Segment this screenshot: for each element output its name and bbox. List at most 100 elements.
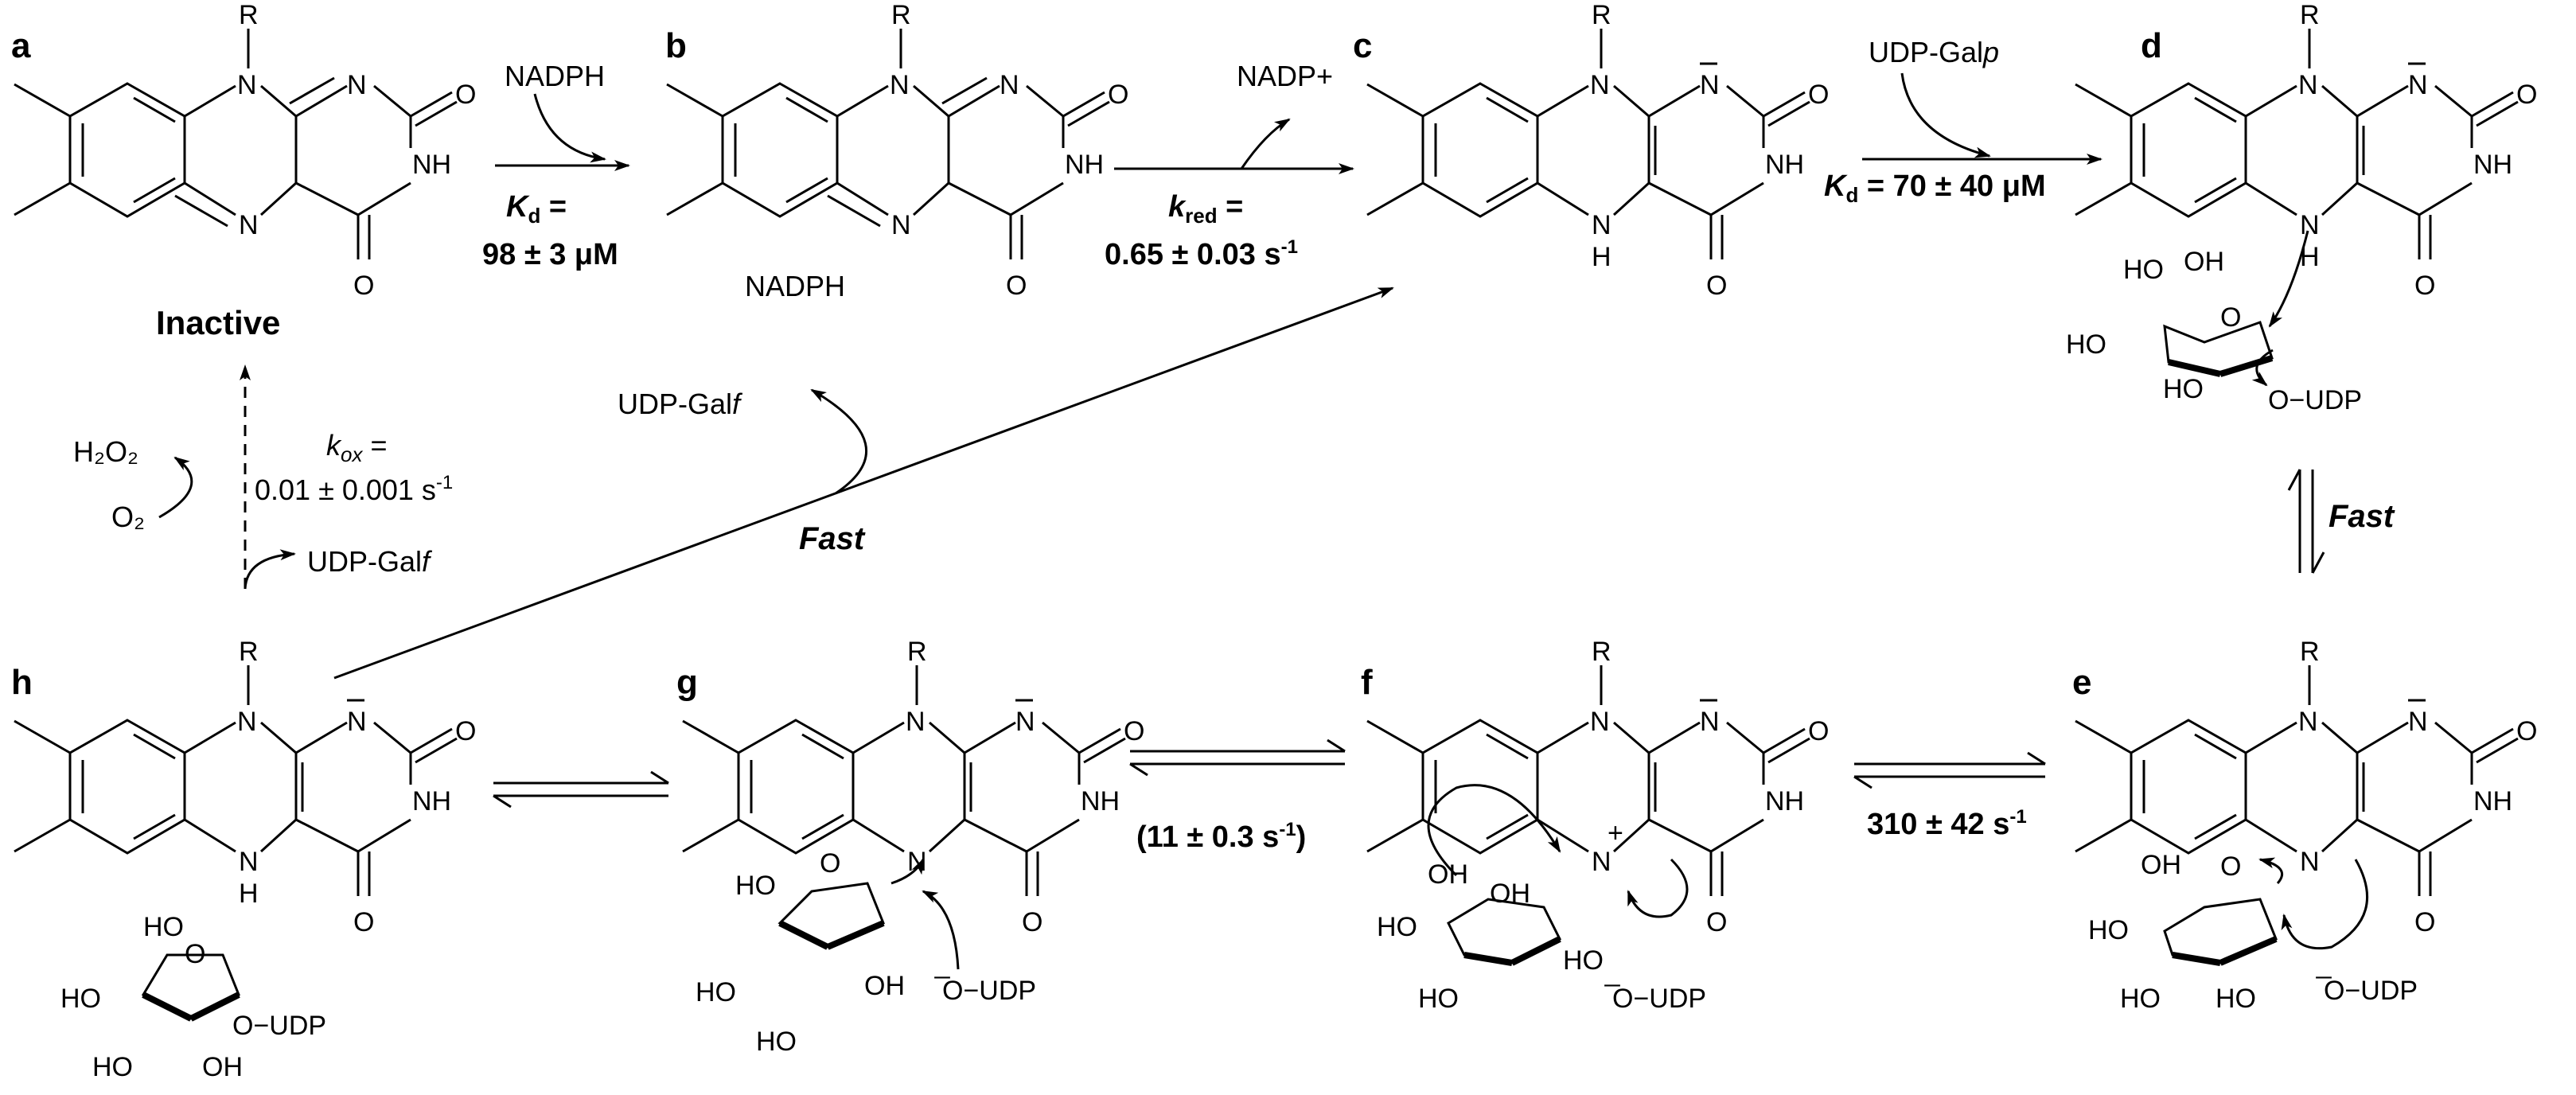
svg-text:OH: OH — [2184, 247, 2224, 277]
svg-text:O: O — [353, 907, 374, 937]
nadph-label: NADPH — [505, 60, 605, 92]
svg-text:O: O — [185, 939, 205, 969]
svg-text:O: O — [1006, 271, 1027, 301]
svg-text:O: O — [1022, 907, 1042, 937]
svg-text:HO: HO — [2216, 984, 2256, 1014]
svg-text:NH: NH — [1065, 150, 1104, 180]
svg-text:O: O — [2220, 302, 2241, 333]
svg-text:HO: HO — [2120, 984, 2161, 1014]
svg-text:R: R — [1592, 0, 1611, 30]
inactive-label: Inactive — [156, 304, 280, 341]
svg-text:R: R — [1592, 637, 1611, 667]
svg-text:H: H — [239, 879, 259, 909]
h2o2-label: H₂O₂ — [73, 435, 138, 468]
svg-text:O: O — [2516, 80, 2537, 110]
svg-text:N: N — [1592, 210, 1611, 240]
svg-text:NH: NH — [2473, 150, 2512, 180]
panel-label-h: h — [11, 663, 33, 702]
o2-label: O₂ — [111, 501, 145, 533]
o-udp-h: O−UDP — [232, 1011, 326, 1041]
svg-text:N: N — [347, 707, 367, 737]
udp-galp-label: UDP-Galp — [1869, 36, 1999, 68]
rate-gf: (11 ± 0.3 s-1) — [1136, 819, 1306, 854]
svg-text:OH: OH — [1490, 879, 1530, 909]
svg-text:HO: HO — [2163, 374, 2204, 404]
svg-text:O: O — [820, 848, 840, 879]
kox-value: 0.01 ± 0.001 s-1 — [255, 472, 453, 506]
svg-text:N: N — [2408, 70, 2428, 100]
panel-label-e: e — [2072, 663, 2091, 702]
svg-text:R: R — [239, 637, 259, 667]
svg-text:N: N — [239, 847, 259, 877]
o-udp-d: O−UDP — [2268, 385, 2362, 415]
svg-text:R: R — [239, 0, 259, 30]
arrow-h-to-c — [333, 286, 1394, 680]
galactofuranose-h: HO O HO HO OH O−UDP — [60, 912, 326, 1082]
svg-text:OH: OH — [1428, 859, 1468, 890]
panel-label-f: f — [1361, 663, 1373, 702]
svg-text:+: + — [1608, 818, 1623, 848]
galactopyranose-d: HO HO OH O HO O−UDP — [2066, 230, 2362, 415]
svg-text:O: O — [1706, 907, 1727, 937]
svg-text:N: N — [1000, 70, 1019, 100]
flavin-iminium-f: N N + N NH O O R — [1366, 637, 1829, 937]
udp-galf-release-label: UDP-Galf — [307, 545, 433, 578]
svg-text:N: N — [907, 847, 927, 877]
svg-text:O: O — [455, 716, 476, 746]
svg-text:N: N — [906, 707, 926, 737]
svg-text:N: N — [1700, 707, 1720, 737]
svg-text:OH: OH — [2141, 850, 2181, 880]
svg-text:N: N — [2408, 707, 2428, 737]
svg-text:O: O — [2220, 851, 2241, 882]
fast-label-hc: Fast — [799, 521, 866, 556]
rate-fe: 310 ± 42 s-1 — [1867, 806, 2027, 841]
flavin-reduced-c: N N H N NH O O R — [1366, 0, 1829, 301]
svg-text:H: H — [1592, 242, 1611, 272]
svg-text:O: O — [2414, 271, 2435, 301]
svg-text:R: R — [2300, 637, 2320, 667]
flavin-reduced-d: N N H N NH O O R — [2074, 0, 2537, 301]
o-minus-udp-g: ̅O−UDP — [934, 976, 1036, 1006]
kred-label: kred = — [1168, 190, 1243, 228]
svg-text:N: N — [890, 70, 910, 100]
svg-text:N: N — [1590, 70, 1610, 100]
svg-text:N: N — [1592, 847, 1611, 877]
udp-galf-label: UDP-Galf — [618, 388, 743, 420]
svg-text:N: N — [237, 70, 257, 100]
svg-text:O: O — [455, 80, 476, 110]
svg-text:O: O — [1808, 80, 1829, 110]
svg-text:HO: HO — [1377, 912, 1417, 942]
kd1-label: Kd = — [506, 190, 567, 228]
svg-text:NH: NH — [412, 786, 451, 816]
svg-text:NH: NH — [412, 150, 451, 180]
svg-text:N: N — [891, 210, 911, 240]
svg-text:HO: HO — [60, 984, 101, 1014]
panel-label-b: b — [665, 26, 687, 65]
svg-text:OH: OH — [864, 971, 905, 1001]
svg-text:O: O — [1808, 716, 1829, 746]
svg-text:N: N — [2300, 210, 2320, 240]
svg-text:N: N — [2298, 70, 2318, 100]
panel-label-c: c — [1353, 26, 1372, 65]
svg-text:N: N — [237, 707, 257, 737]
svg-text:O: O — [2516, 716, 2537, 746]
flavin-adduct-g: N N N NH O O R — [681, 637, 1144, 937]
svg-text:HO: HO — [92, 1052, 133, 1082]
o-minus-udp-e: ̅O−UDP — [2316, 976, 2418, 1006]
svg-text:NH: NH — [2473, 786, 2512, 816]
svg-text:OH: OH — [202, 1052, 243, 1082]
svg-text:O: O — [2414, 907, 2435, 937]
svg-text:HO: HO — [1563, 945, 1604, 976]
svg-text:N: N — [239, 210, 259, 240]
svg-text:N: N — [1700, 70, 1720, 100]
flavin-oxidized-a: N N N NH O O R — [13, 0, 476, 301]
svg-text:HO: HO — [2066, 329, 2106, 360]
svg-text:HO: HO — [735, 871, 776, 901]
galactofuranose-g: HO O HO HO OH ̅O−UDP — [696, 848, 1036, 1057]
panel-label-d: d — [2141, 26, 2162, 65]
svg-text:N: N — [347, 70, 367, 100]
svg-text:HO: HO — [1418, 984, 1459, 1014]
galactose-openchain-f: OH OH HO HO HO ̅O−UDP — [1377, 784, 1706, 1014]
